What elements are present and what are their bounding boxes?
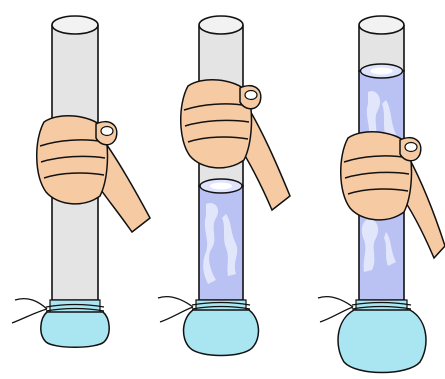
tube-opening [199,16,243,34]
water-column [199,186,243,300]
membrane-bag [184,310,259,356]
membrane-bag [338,310,426,373]
panel-1 [12,16,150,347]
tube-opening [52,16,98,34]
panel-3 [318,16,445,373]
tube-opening [359,16,404,34]
panel-2 [158,16,290,356]
membrane-bag [41,312,109,347]
